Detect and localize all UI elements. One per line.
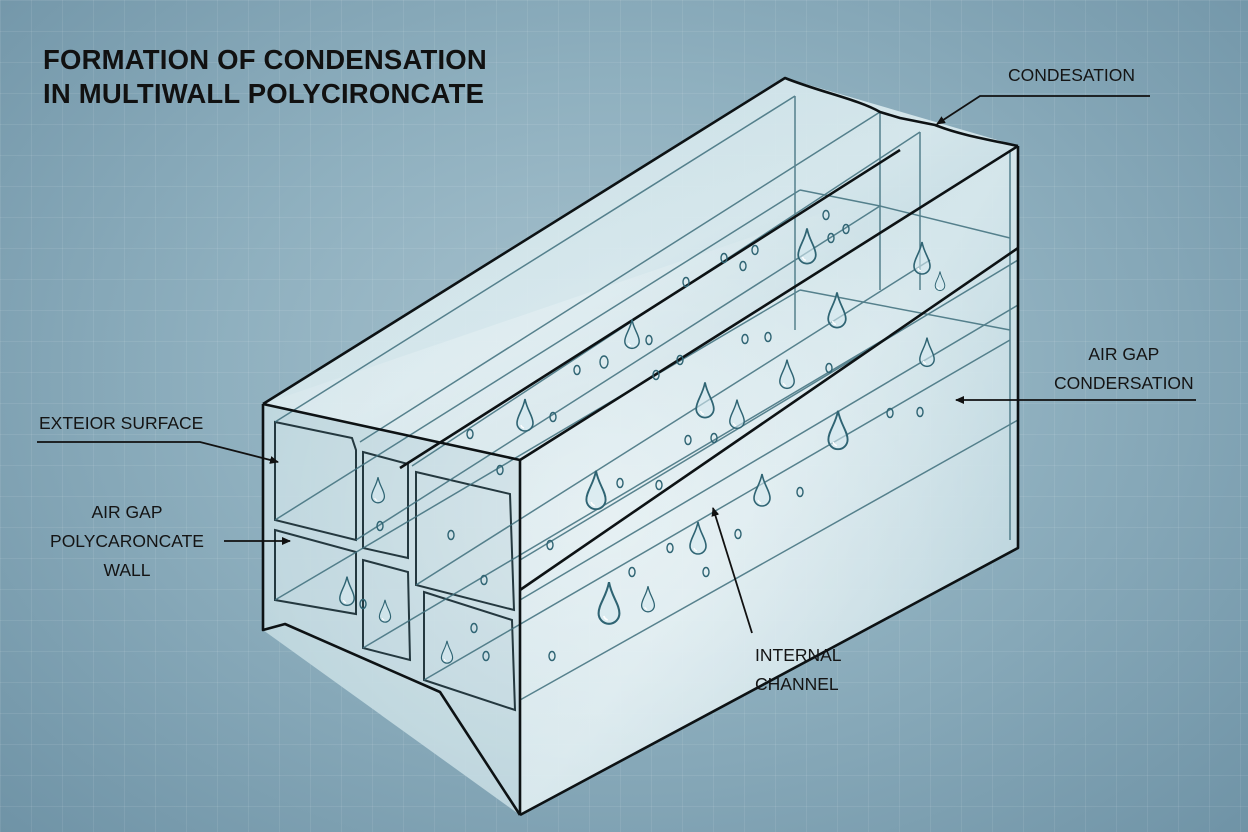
leader-lines [37, 95, 1196, 634]
label-line: AIR GAP [91, 502, 163, 522]
label-air-gap-condensation: AIR GAP CONDERSATION [1054, 340, 1194, 398]
label-condensation: CONDESATION [1008, 65, 1136, 85]
label-line: INTERNAL [755, 645, 842, 665]
label-line: POLYCARONCATE [50, 531, 204, 551]
label-line: AIR GAP [1088, 344, 1160, 364]
title-line-1: FORMATION OF CONDENSATION [43, 44, 487, 75]
label-line: CONDERSATION [1054, 373, 1194, 393]
label-line: CHANNEL [755, 674, 839, 694]
label-air-gap-wall: AIR GAP POLYCARONCATE WALL [45, 498, 209, 585]
label-internal-channel: INTERNAL CHANNEL [755, 641, 842, 699]
label-line: WALL [103, 560, 151, 580]
diagram-title: FORMATION OF CONDENSATION IN MULTIWALL P… [43, 43, 487, 111]
small-droplets [359, 209, 924, 662]
title-line-2: IN MULTIWALL POLYCIRONCATE [43, 78, 485, 109]
panel-body [261, 76, 1020, 817]
label-exterior-surface: EXTEIOR SURFACE [39, 413, 204, 433]
